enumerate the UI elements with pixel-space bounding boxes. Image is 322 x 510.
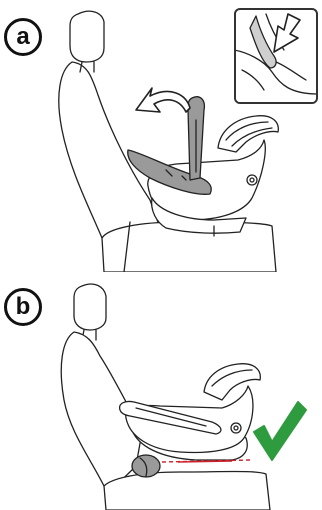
detail-inset [234,8,318,104]
step-b-panel: b [0,282,322,510]
press-down-arrow-icon [274,14,300,52]
vehicle-seat-cushion [104,472,270,510]
check-mark-icon [254,402,306,460]
step-b-badge: b [4,288,42,326]
step-b-illustration [0,282,322,510]
carrier-pivot-knob [231,423,241,433]
curved-arrow-icon [136,88,190,112]
vehicle-seat-headrest [74,284,106,330]
carrier-pivot-knob [247,175,257,185]
step-a-badge: a [4,18,42,56]
vehicle-seat-headrest [70,11,104,62]
baby-carrier-canopy [218,116,278,152]
step-a-panel: a [0,0,322,272]
vehicle-seat-backrest [59,62,160,240]
detail-inset-illustration [236,10,316,102]
